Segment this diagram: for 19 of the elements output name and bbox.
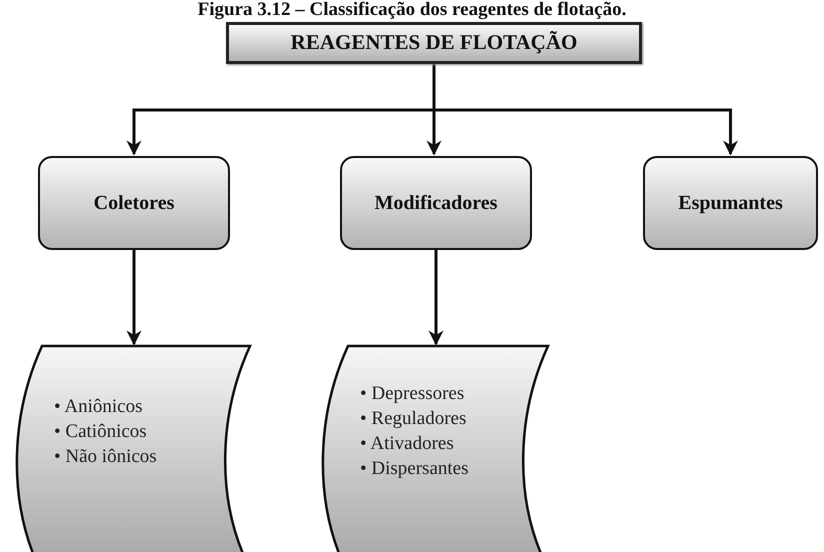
arrow [432, 64, 738, 156]
list-item: • Não iônicos [54, 444, 157, 468]
category-label: Modificadores [374, 191, 498, 216]
heading-text: REAGENTES DE FLOTAÇÃO [290, 29, 578, 56]
category-box [643, 156, 818, 250]
arrow [428, 250, 444, 346]
figure-title: Figura 3.12 – Classificação dos reagentes de flotação. [196, 0, 628, 20]
list-item: • Ativadores [360, 432, 454, 456]
arrow [126, 250, 142, 346]
list-item: • Catiônicos [54, 420, 147, 444]
list-item: • Dispersantes [360, 457, 468, 481]
category-box [38, 156, 230, 250]
category-label: Espumantes [678, 191, 783, 216]
list-item: • Reguladores [360, 407, 466, 431]
title-box [226, 22, 642, 64]
list-item: • Aniônicos [54, 394, 142, 418]
category-label: Coletores [94, 191, 174, 216]
category-box [340, 156, 532, 250]
list-item: • Depressores [360, 382, 464, 406]
